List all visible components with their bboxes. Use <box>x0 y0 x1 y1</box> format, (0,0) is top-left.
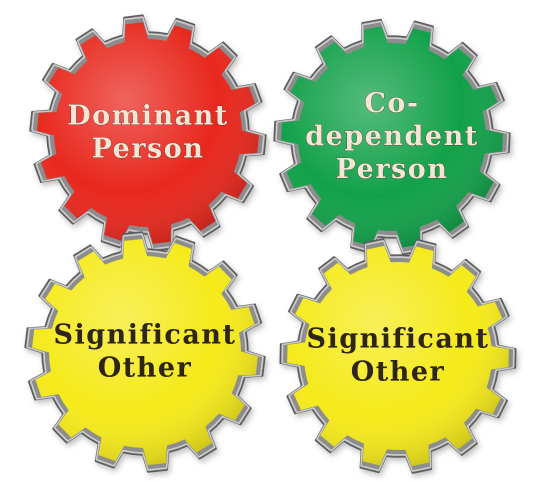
gear-label-line: Person <box>336 154 449 185</box>
gear-label-line: dependent <box>305 121 478 152</box>
gear-rim-highlight <box>275 20 509 254</box>
gear-label-line: Person <box>92 133 205 164</box>
gear-label-line: Significant <box>307 323 490 354</box>
gear-rim-highlight <box>31 16 265 250</box>
gear-rim-highlight <box>26 233 264 471</box>
gear-label-line: Dominant <box>67 100 228 131</box>
gear-label-line: Co- <box>364 88 419 119</box>
gear-shine <box>287 245 509 467</box>
gear-shine <box>37 22 259 244</box>
gear-rim-highlight <box>281 240 515 472</box>
gear-label-line: Significant <box>54 319 237 350</box>
gear-shine <box>281 26 503 248</box>
gear-shine <box>32 239 258 465</box>
gear-label-line: Other <box>98 352 193 383</box>
gear-label-line: Other <box>351 356 446 387</box>
